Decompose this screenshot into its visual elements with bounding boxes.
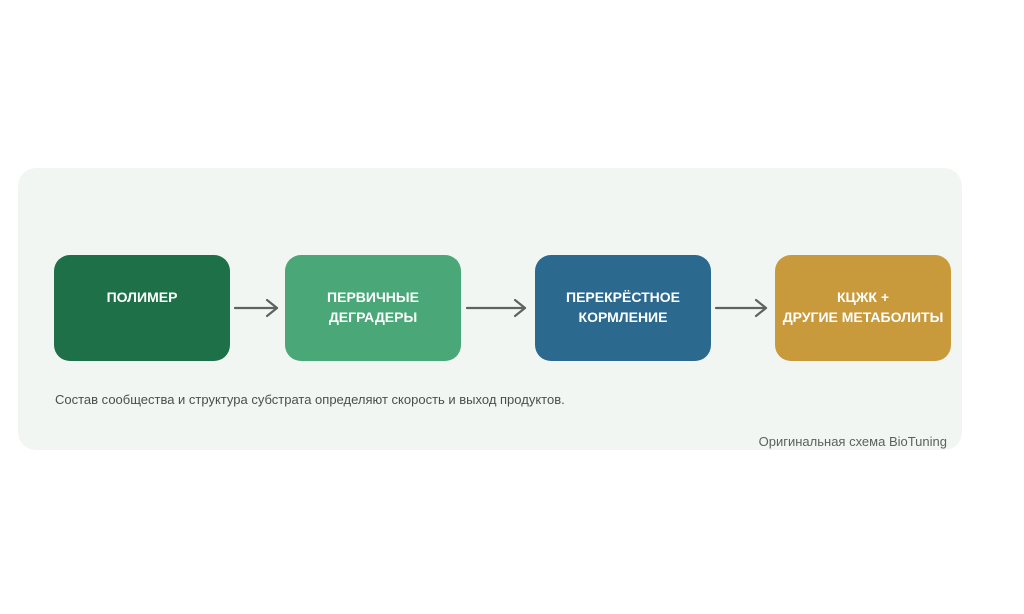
arrow-right-icon xyxy=(234,298,279,318)
node-primary-degraders: ПЕРВИЧНЫЕ ДЕГРАДЕРЫ xyxy=(285,255,461,361)
arrow-right-icon xyxy=(466,298,527,318)
node-label-line: КЦЖК + xyxy=(836,289,890,305)
node-scfa-metabolites: КЦЖК + ДРУГИЕ МЕТАБОЛИТЫ xyxy=(775,255,951,361)
node-polymer: ПОЛИМЕР xyxy=(54,255,230,361)
node-label-line: ПЕРЕКРЁСТНОЕ xyxy=(566,289,680,305)
node-label-line: ДРУГИЕ МЕТАБОЛИТЫ xyxy=(782,309,944,325)
node-label-line: КОРМЛЕНИЕ xyxy=(578,309,668,325)
node-label-line: ПОЛИМЕР xyxy=(106,289,178,305)
node-label-line: ПЕРВИЧНЫЕ xyxy=(327,289,419,305)
node-label-line: ДЕГРАДЕРЫ xyxy=(328,309,418,325)
node-cross-feeding: ПЕРЕКРЁСТНОЕ КОРМЛЕНИЕ xyxy=(535,255,711,361)
diagram-caption: Состав сообщества и структура субстрата … xyxy=(55,392,565,407)
arrow-right-icon xyxy=(715,298,768,318)
diagram-credit: Оригинальная схема BioTuning xyxy=(758,434,947,449)
